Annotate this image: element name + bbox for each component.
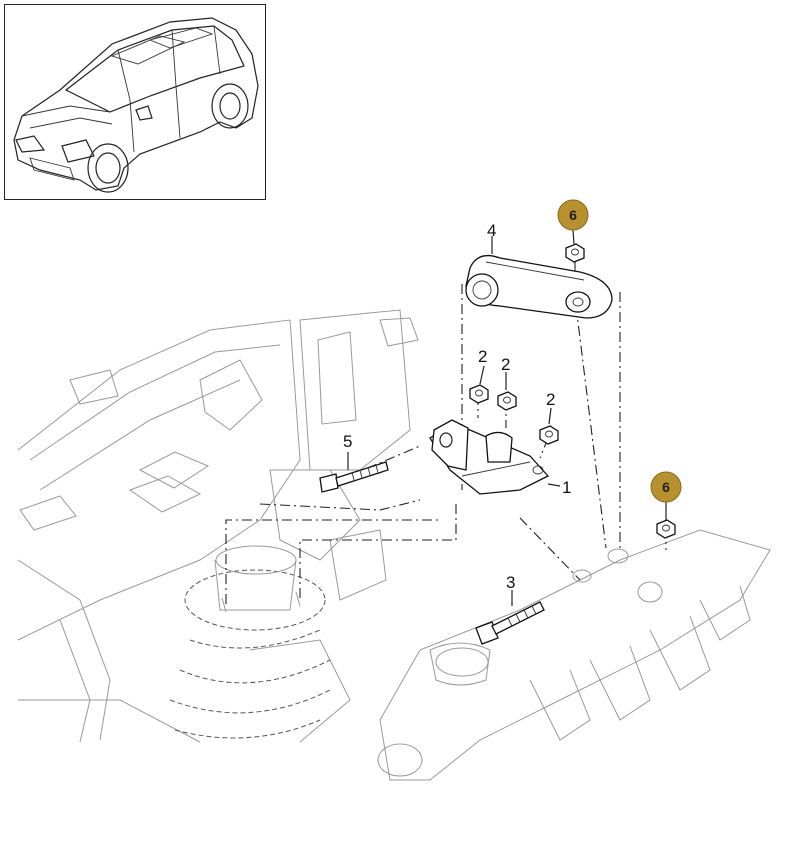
callout-1-label: 1	[562, 478, 571, 497]
vehicle-inset-frame	[4, 4, 266, 200]
part-2-nut-b	[497, 391, 517, 411]
part-1-mounting-bracket	[429, 419, 550, 495]
vehicle-illustration	[13, 17, 259, 193]
callout-2b-label: 2	[501, 355, 510, 374]
badge-6-right-label: 6	[662, 479, 670, 495]
engine-intake-manifold	[377, 529, 771, 781]
part-4-bolt	[319, 461, 389, 493]
badge-6-top-label: 6	[569, 207, 577, 223]
part-2-nut-c	[539, 425, 559, 445]
strut-spring-assembly	[169, 545, 331, 739]
badge-6-top[interactable]: 6	[557, 199, 589, 231]
callout-4-label: 5	[343, 432, 352, 451]
part-6-nut-right	[656, 519, 676, 539]
callout-leader-lines	[347, 229, 667, 606]
callout-2a-label: 2	[478, 347, 487, 366]
part-3-engine-mount-link	[465, 254, 613, 319]
callout-5-label: 3	[506, 573, 515, 592]
part-6-nut-top	[565, 243, 585, 263]
part-5-bolt	[475, 601, 545, 645]
chassis-body-background	[17, 309, 419, 743]
callout-2c-label: 2	[546, 390, 555, 409]
part-2-nut-a	[469, 384, 489, 404]
badge-6-right[interactable]: 6	[650, 471, 682, 503]
callout-3-label: 4	[487, 221, 496, 240]
assembly-guide-lines	[225, 262, 667, 604]
